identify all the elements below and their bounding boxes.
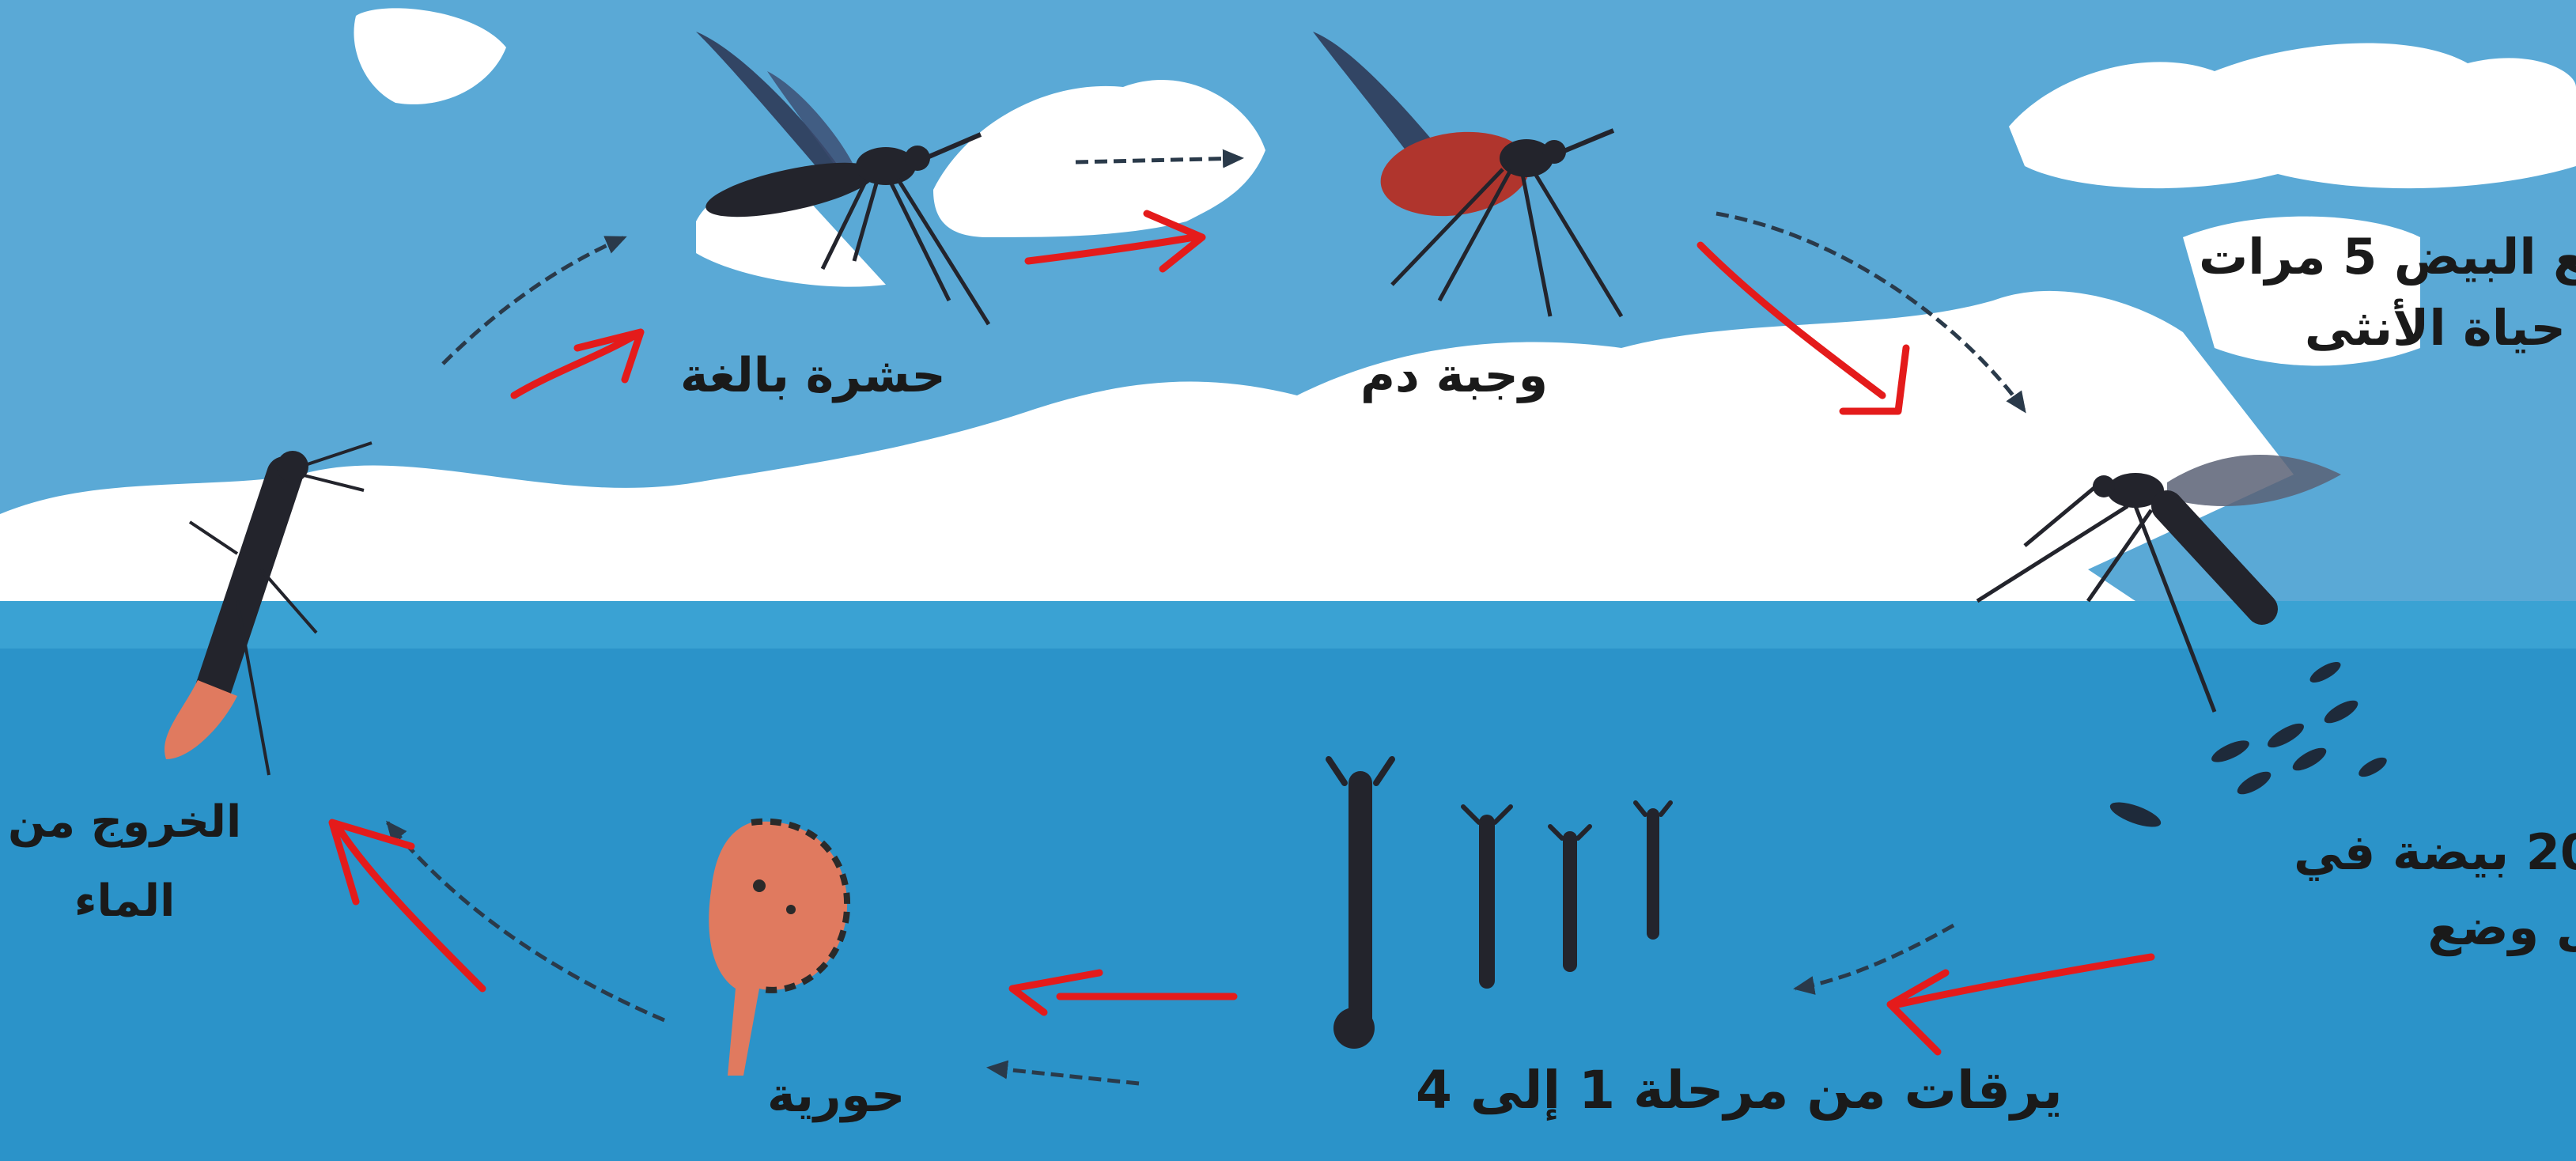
label-eggs-count: 200 بيضة في كل وضع <box>2294 815 2576 965</box>
label-eggs-line2: كل وضع <box>2294 890 2576 965</box>
label-pupa: حورية <box>767 1068 905 1123</box>
label-eggs-line1: 200 بيضة في <box>2294 815 2576 890</box>
label-emergence-from-water: الخروج من الماء <box>8 783 241 941</box>
label-larvae-stages: يرقات من مرحلة 1 إلى 4 <box>1416 1060 2063 1121</box>
label-blood-meal: وجبة دم <box>1360 348 1548 403</box>
label-emergence-line2: الماء <box>8 862 241 941</box>
water-background <box>0 601 2576 1161</box>
label-adult-insect: حشرة بالغة <box>680 348 946 403</box>
label-egg-laying-frequency: وضع البيض 5 مرات في حياة الأنثى <box>2199 221 2576 364</box>
water-surface-band <box>0 601 2576 649</box>
label-emergence-line1: الخروج من <box>8 783 241 862</box>
label-egg-laying-line1: وضع البيض 5 مرات <box>2199 221 2576 293</box>
label-egg-laying-line2: في حياة الأنثى <box>2199 293 2576 364</box>
